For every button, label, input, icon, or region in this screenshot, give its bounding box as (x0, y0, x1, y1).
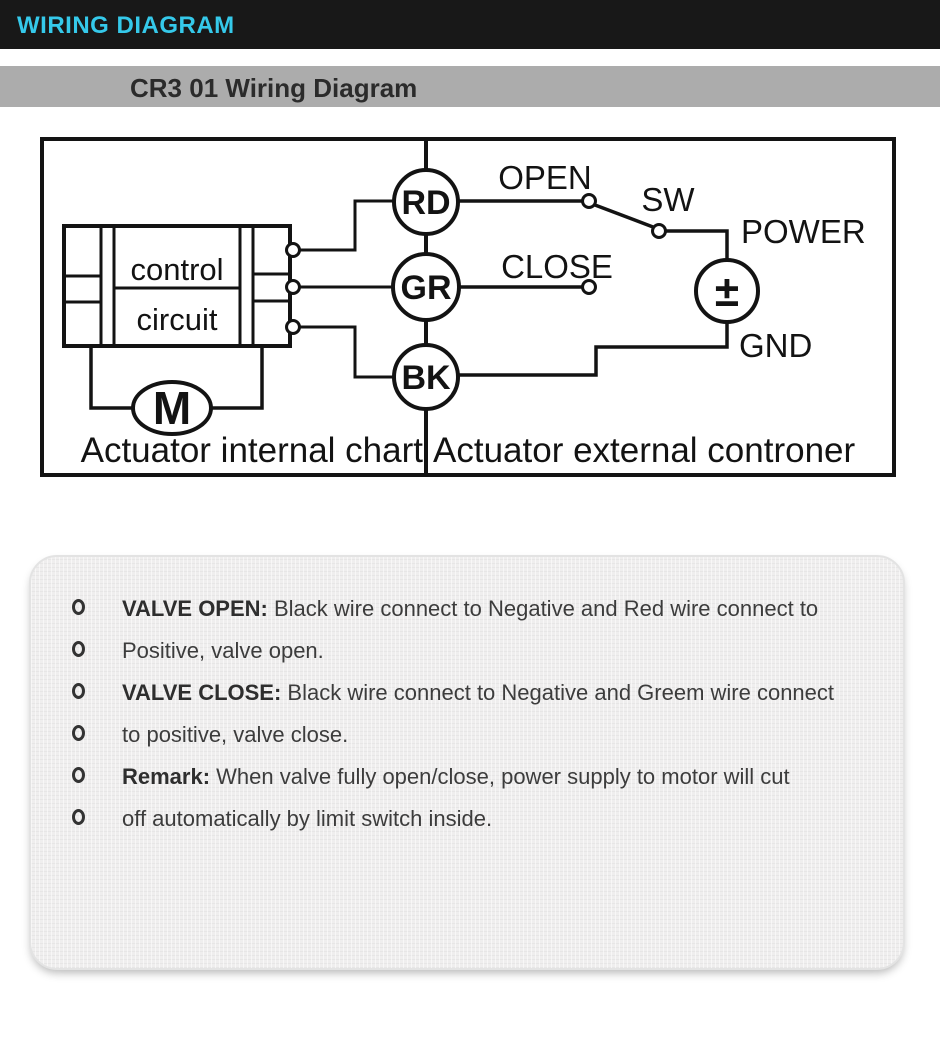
terminal-2 (285, 279, 301, 295)
wiring-diagram: control circuit M RD GR BK ± OPEN SW POW… (40, 137, 896, 477)
note-rest: Black wire connect to Negative and Greem… (281, 680, 835, 705)
circuit-label: circuit (137, 302, 218, 337)
internal-chart-caption: Actuator internal chart (81, 431, 424, 470)
motor-wire-right (211, 348, 264, 410)
note-line-6: off automatically by limit switch inside… (31, 806, 903, 836)
red-wire (299, 199, 394, 252)
motor-symbol (131, 380, 213, 436)
note-text: Positive, valve open. (122, 638, 324, 664)
gr-label: GR (401, 269, 452, 307)
bullet-icon (72, 641, 85, 657)
page-title: WIRING DIAGRAM (17, 12, 235, 39)
switch-contact (651, 223, 667, 239)
note-line-1: VALVE OPEN: Black wire connect to Negati… (31, 596, 903, 626)
close-contact (581, 279, 597, 295)
note-line-2: Positive, valve open. (31, 638, 903, 668)
sw-label: SW (641, 181, 695, 218)
note-rest: Black wire connect to Negative and Red w… (267, 596, 819, 621)
bullet-icon (72, 809, 85, 825)
note-text: to positive, valve close. (122, 722, 348, 748)
actuator-body (62, 224, 292, 348)
black-wire (299, 325, 394, 379)
plus-minus-icon: ± (715, 267, 739, 316)
note-bold: VALVE OPEN: (122, 596, 268, 621)
terminal-3 (285, 319, 301, 335)
notes-panel: VALVE OPEN: Black wire connect to Negati… (29, 555, 905, 970)
bullet-icon (72, 767, 85, 783)
note-text: off automatically by limit switch inside… (122, 806, 492, 832)
gr-circle (391, 252, 461, 322)
bullet-icon (72, 725, 85, 741)
open-label: OPEN (498, 159, 592, 196)
close-label: CLOSE (501, 248, 613, 285)
switch-to-power-wire (666, 229, 729, 260)
switch-arm (594, 203, 654, 229)
external-controller-caption: Actuator external controner (433, 431, 856, 470)
bullet-icon (72, 599, 85, 615)
control-label: control (130, 252, 223, 287)
note-bold: VALVE CLOSE: (122, 680, 282, 705)
power-label: POWER (741, 213, 866, 250)
bk-label: BK (401, 359, 451, 397)
terminal-1 (285, 242, 301, 258)
top-banner: WIRING DIAGRAM (0, 0, 940, 49)
motor-wire-left (89, 348, 133, 410)
gnd-wire (459, 322, 729, 377)
rd-label: RD (401, 184, 450, 222)
note-rest: off automatically by limit switch inside… (122, 806, 493, 831)
diagram-subtitle: CR3 01 Wiring Diagram (130, 73, 418, 103)
note-rest: Positive, valve open. (122, 638, 324, 663)
sub-banner: CR3 01 Wiring Diagram (0, 66, 940, 107)
bk-circle (392, 343, 460, 411)
note-text: VALVE OPEN: Black wire connect to Negati… (122, 596, 818, 622)
motor-label: M (153, 382, 191, 434)
note-line-3: VALVE CLOSE: Black wire connect to Negat… (31, 680, 903, 710)
open-contact (581, 193, 597, 209)
note-line-5: Remark: When valve fully open/close, pow… (31, 764, 903, 794)
note-line-4: to positive, valve close. (31, 722, 903, 752)
note-text: VALVE CLOSE: Black wire connect to Negat… (122, 680, 834, 706)
note-rest: When valve fully open/close, power suppl… (210, 764, 790, 789)
note-bold: Remark: (122, 764, 211, 789)
note-rest: to positive, valve close. (122, 722, 349, 747)
note-text: Remark: When valve fully open/close, pow… (122, 764, 790, 790)
bullet-icon (72, 683, 85, 699)
gnd-label: GND (739, 327, 812, 364)
